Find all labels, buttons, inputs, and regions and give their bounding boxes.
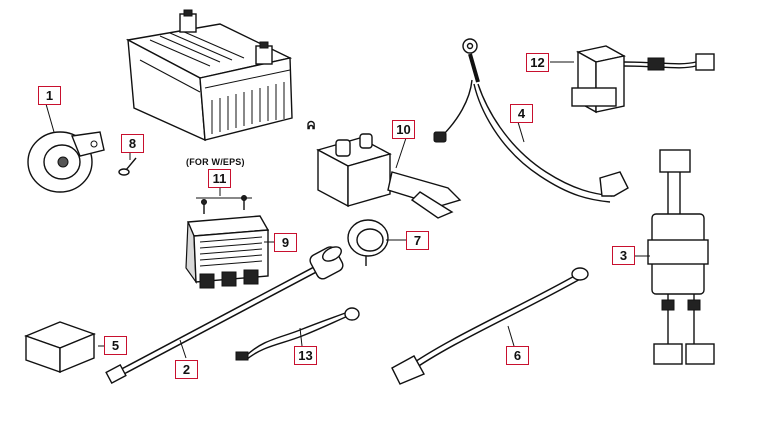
callout-4: 4 [510, 104, 533, 123]
callout-1: 1 [38, 86, 61, 105]
eps-note: (FOR W/EPS) [186, 157, 245, 167]
small-symbol: ᕱ [307, 120, 316, 132]
battery-part [125, 9, 293, 142]
callout-9: 9 [274, 233, 297, 252]
callout-6: 6 [506, 346, 529, 365]
callout-3: 3 [612, 246, 635, 265]
relay-12-part [571, 45, 715, 114]
starter-relay-part [316, 133, 462, 219]
cable-6-part [391, 267, 589, 385]
cable-2-part [105, 246, 344, 385]
callout-12: 12 [526, 53, 549, 72]
screw-part [118, 157, 137, 176]
callout-13: 13 [294, 346, 317, 365]
harness-4-part [433, 38, 629, 203]
horn-part [27, 131, 105, 193]
callout-8: 8 [121, 134, 144, 153]
callout-5: 5 [104, 336, 127, 355]
callout-7: 7 [406, 231, 429, 250]
callout-11: 11 [208, 169, 231, 188]
callout-2: 2 [175, 360, 198, 379]
buzzer-part [347, 219, 389, 266]
regulator-part [185, 195, 270, 289]
callout-10: 10 [392, 120, 415, 139]
relay-5-part [24, 321, 96, 374]
relay-3-part [647, 149, 715, 365]
